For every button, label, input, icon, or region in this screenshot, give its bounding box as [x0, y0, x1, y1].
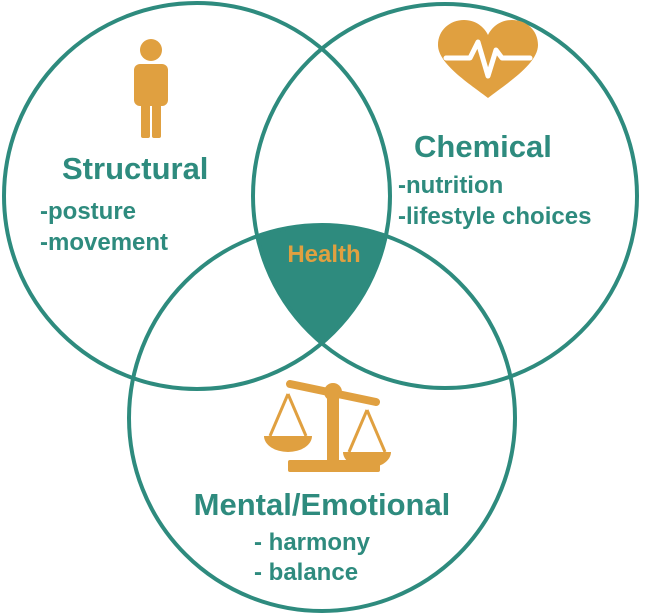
structural-item-movement: -movement	[40, 229, 168, 256]
mental-emotional-circle	[127, 223, 517, 613]
chemical-circle	[251, 2, 639, 390]
heart-pulse-icon	[438, 20, 538, 98]
person-icon	[134, 39, 168, 138]
chemical-item-nutrition: -nutrition	[398, 172, 503, 199]
mental-emotional-title: Mental/Emotional	[194, 487, 451, 522]
mental-item-harmony: - harmony	[254, 529, 371, 556]
structural-circle	[2, 1, 392, 391]
chemical-item-lifestyle: -lifestyle choices	[398, 203, 591, 230]
structural-title: Structural	[62, 151, 208, 186]
health-label: Health	[287, 241, 360, 268]
chemical-title: Chemical	[414, 129, 552, 164]
balance-scale-icon	[264, 380, 391, 472]
structural-item-posture: -posture	[40, 198, 136, 225]
mental-item-balance: - balance	[254, 559, 358, 586]
